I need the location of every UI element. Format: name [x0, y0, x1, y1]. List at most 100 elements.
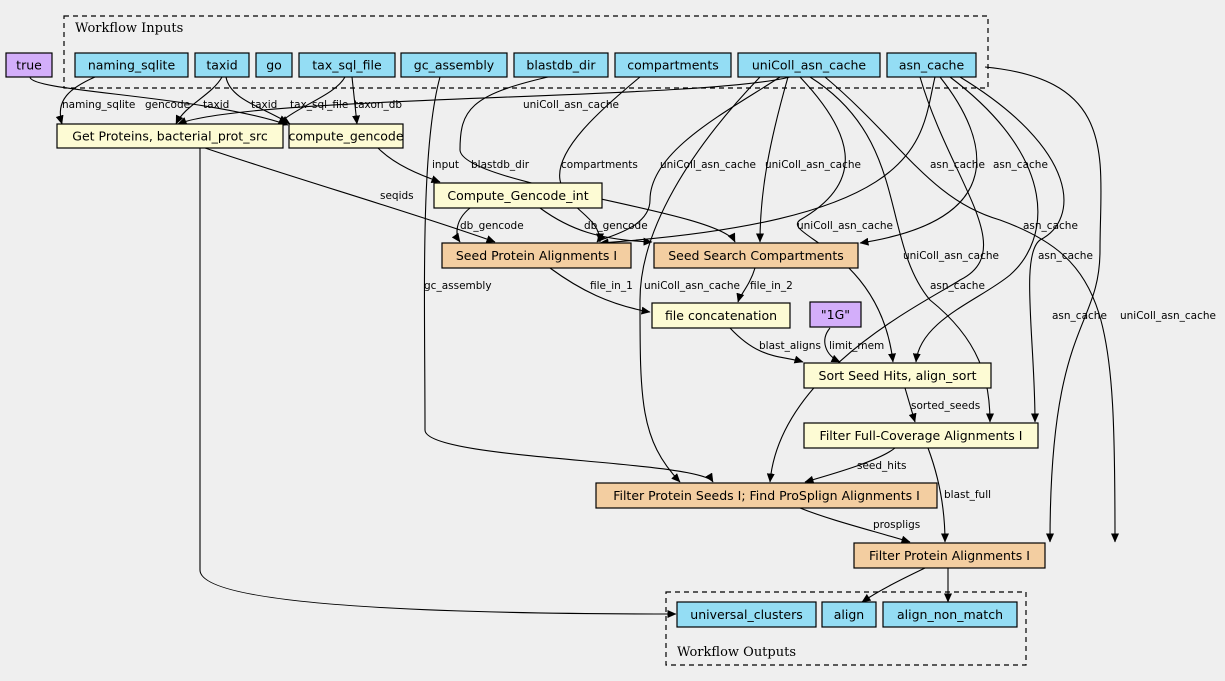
edge-label: file_in_1 [590, 280, 633, 292]
edge-label: seed_hits [857, 460, 906, 472]
edge [451, 207, 471, 243]
node-label: Seed Protein Alignments I [456, 248, 617, 263]
node-step-compute-gencode[interactable]: compute_gencode [288, 123, 404, 149]
edge-label: blast_full [944, 489, 991, 501]
edge-label: taxid [251, 99, 277, 111]
node-subworkflow-filter-protein-alignments[interactable]: Filter Protein Alignments I [853, 542, 1046, 569]
node-input-compartments[interactable]: compartments [614, 52, 732, 78]
edge-label: uniColl_asn_cache [523, 99, 619, 111]
node-input-unicoll-asn-cache[interactable]: uniColl_asn_cache [737, 52, 881, 78]
edge [729, 327, 804, 364]
edges [29, 66, 1119, 618]
edge-label: gc_assembly [424, 280, 492, 292]
nodes: true naming_sqlite taxid go tax_sql_file… [5, 52, 1046, 628]
workflow-outputs-label: Workflow Outputs [677, 645, 796, 660]
node-input-gc-assembly[interactable]: gc_assembly [400, 52, 508, 78]
edge-label: gencode [145, 99, 190, 111]
node-step-sort-seed-hits[interactable]: Sort Seed Hits, align_sort [803, 362, 992, 389]
edge [539, 207, 653, 246]
node-subworkflow-seed-protein-alignments[interactable]: Seed Protein Alignments I [441, 242, 632, 269]
edge [639, 76, 761, 483]
edge-label: db_gencode [584, 220, 648, 232]
workflow-inputs-label: Workflow Inputs [75, 21, 183, 36]
edge [927, 447, 949, 543]
node-step-compute-gencode-int[interactable]: Compute_Gencode_int [433, 182, 603, 209]
edge-label: db_gencode [460, 220, 524, 232]
edge [756, 76, 789, 243]
edge-label: blast_aligns [759, 340, 821, 352]
node-step-filter-full-coverage[interactable]: Filter Full-Coverage Alignments I [803, 422, 1039, 449]
edge [199, 148, 677, 618]
edge [736, 267, 756, 303]
node-output-align[interactable]: align [821, 601, 877, 628]
node-label: go [266, 58, 282, 73]
node-label: align_non_match [897, 607, 1003, 622]
node-label: uniColl_asn_cache [752, 58, 867, 73]
edge-label: asn_cache [993, 159, 1048, 171]
node-label: "1G" [821, 307, 850, 322]
node-label: asn_cache [899, 58, 965, 73]
edge-label: asn_cache [930, 159, 985, 171]
node-output-universal-clusters[interactable]: universal_clusters [676, 601, 817, 628]
edge [204, 147, 496, 243]
node-label: universal_clusters [690, 607, 802, 622]
edge [912, 76, 1039, 363]
edge [549, 267, 651, 315]
node-label: Sort Seed Hits, align_sort [819, 368, 977, 383]
node-label: Filter Protein Seeds I; Find ProSplign A… [613, 488, 920, 503]
edge-label: blastdb_dir [471, 159, 530, 171]
edge-label: uniColl_asn_cache [644, 280, 740, 292]
node-label: blastdb_dir [526, 58, 596, 73]
edge [824, 327, 841, 363]
edge [984, 66, 1102, 543]
edge [459, 76, 736, 243]
node-label: align [834, 607, 864, 622]
edge-label: limit_mem [829, 340, 884, 352]
edge-label: uniColl_asn_cache [660, 159, 756, 171]
edge-label: compartments [561, 159, 638, 171]
node-label: Filter Full-Coverage Alignments I [820, 428, 1023, 443]
edge [959, 76, 1065, 423]
node-input-naming-sqlite[interactable]: naming_sqlite [74, 52, 189, 78]
node-input-taxid[interactable]: taxid [194, 52, 250, 78]
node-input-blastdb-dir[interactable]: blastdb_dir [513, 52, 609, 78]
edge [423, 76, 714, 483]
edge-label: taxon_db [354, 99, 402, 111]
node-subworkflow-filter-protein-seeds[interactable]: Filter Protein Seeds I; Find ProSplign A… [595, 482, 938, 509]
node-label: Compute_Gencode_int [447, 188, 588, 203]
node-label: compute_gencode [288, 129, 403, 144]
edge [797, 76, 896, 363]
node-output-align-non-match[interactable]: align_non_match [882, 601, 1018, 628]
edge-label: seqids [380, 190, 414, 202]
node-label: compartments [627, 58, 719, 73]
node-label: true [16, 58, 42, 73]
node-label: Filter Protein Alignments I [869, 548, 1030, 563]
edge-labels: naming_sqlite gencode taxid taxid tax_sq… [62, 99, 1216, 531]
node-label: Get Proteins, bacterial_prot_src [72, 129, 268, 144]
node-subworkflow-seed-search-compartments[interactable]: Seed Search Compartments [653, 242, 859, 269]
node-true-parameter[interactable]: true [5, 52, 53, 78]
node-parameter-limit-1g[interactable]: "1G" [809, 301, 862, 328]
node-input-asn-cache[interactable]: asn_cache [886, 52, 977, 78]
edge-label: naming_sqlite [62, 99, 135, 111]
edge-label: prospligs [873, 519, 920, 531]
edge [766, 76, 985, 483]
edge [861, 567, 926, 603]
node-step-get-proteins[interactable]: Get Proteins, bacterial_prot_src [56, 123, 284, 149]
edge-label: uniColl_asn_cache [797, 220, 893, 232]
edge [351, 76, 361, 125]
edge-label: sorted_seeds [911, 400, 980, 412]
edge [799, 507, 911, 544]
node-input-go[interactable]: go [255, 52, 293, 78]
node-step-file-concatenation[interactable]: file concatenation [651, 302, 791, 329]
workflow-outputs-cluster [665, 591, 1027, 666]
node-input-tax-sql-file[interactable]: tax_sql_file [298, 52, 396, 78]
edge [804, 447, 896, 484]
edge-label: taxid [203, 99, 229, 111]
edge-label: asn_cache [930, 280, 985, 292]
edge-label: input [432, 159, 459, 171]
edge-label: asn_cache [1023, 220, 1078, 232]
edge [559, 76, 641, 243]
node-label: tax_sql_file [312, 58, 382, 73]
edge [277, 76, 346, 125]
